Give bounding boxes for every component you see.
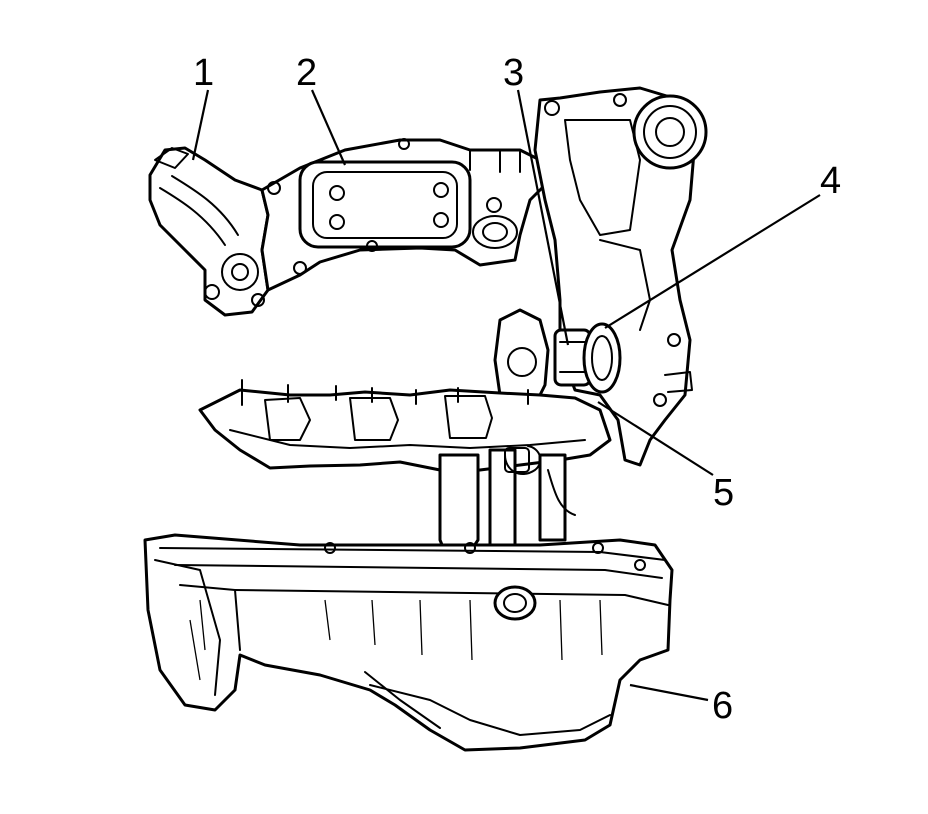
oil-pump-assembly xyxy=(553,322,622,394)
callout-6: 6 xyxy=(712,685,733,727)
callout-2: 2 xyxy=(296,52,317,94)
oil-pan xyxy=(143,533,674,752)
leader-2 xyxy=(310,89,347,166)
leader-6 xyxy=(629,683,709,702)
leader-3 xyxy=(516,89,570,346)
oil-cooler-manifold xyxy=(260,138,547,292)
callout-labels: 1 2 3 4 5 6 xyxy=(193,52,841,727)
leader-4 xyxy=(604,194,821,329)
leader-1 xyxy=(191,89,210,161)
callout-4: 4 xyxy=(820,160,841,202)
callout-3: 3 xyxy=(503,52,524,94)
leader-lines xyxy=(191,89,821,702)
callout-1: 1 xyxy=(193,52,214,94)
oil-filter-housing xyxy=(148,146,270,317)
windage-tray xyxy=(198,379,612,562)
leader-5 xyxy=(597,401,714,476)
callout-5: 5 xyxy=(713,472,734,514)
